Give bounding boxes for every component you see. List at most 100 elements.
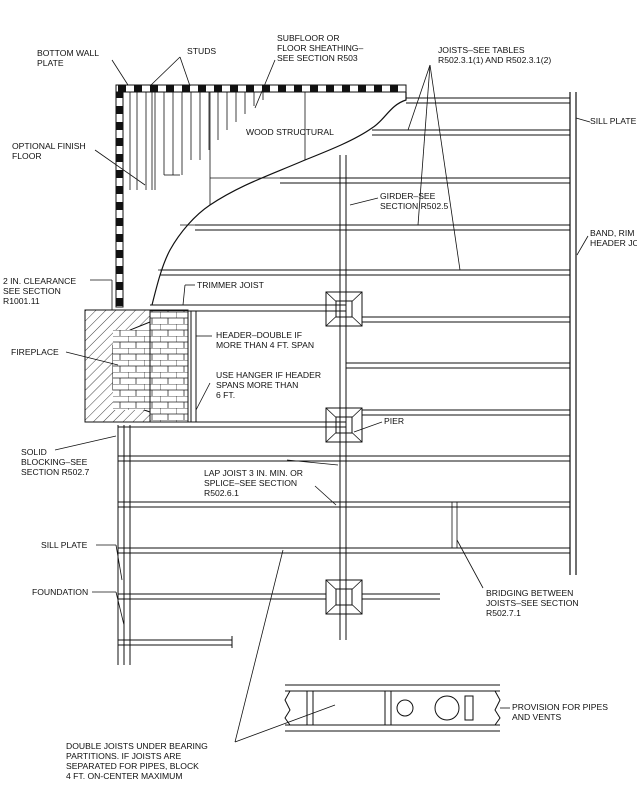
- wall-plate-block: [116, 218, 123, 226]
- wall-plate-block: [390, 85, 398, 92]
- pier-block: [325, 407, 363, 443]
- label-joists-tables: JOISTS–SEE TABLES R502.3.1(1) AND R502.3…: [438, 45, 551, 65]
- pipe-provision-detail: [284, 684, 501, 732]
- joist: [346, 409, 570, 416]
- label-sill-plate: SILL PLATE: [41, 540, 88, 550]
- joist: [118, 547, 570, 554]
- label-subfloor: SUBFLOOR OR FLOOR SHEATHING– SEE SECTION…: [277, 33, 363, 63]
- wall-plate-block: [116, 186, 123, 194]
- subfloor-sheathing: [151, 92, 407, 306]
- stud-wall: [115, 84, 407, 308]
- wall-plate-block: [116, 266, 123, 274]
- svg-text:4 FT. ON-CENTER MAXIMUM: 4 FT. ON-CENTER MAXIMUM: [66, 771, 183, 781]
- floor-joists: [118, 97, 570, 600]
- svg-text:R502.7.1: R502.7.1: [486, 608, 521, 618]
- wall-plate-block: [246, 85, 254, 92]
- wall-plate-block: [262, 85, 270, 92]
- svg-text:MORE THAN 4 FT. SPAN: MORE THAN 4 FT. SPAN: [216, 340, 314, 350]
- wall-plate-block: [358, 85, 366, 92]
- label-wood-structural: WOOD STRUCTURAL: [246, 127, 334, 137]
- label-double-joists: DOUBLE JOISTS UNDER BEARING PARTITIONS. …: [66, 741, 208, 781]
- pier: [325, 291, 363, 615]
- joist: [160, 269, 570, 276]
- pier-block: [325, 579, 363, 615]
- svg-text:SPLICE–SEE SECTION: SPLICE–SEE SECTION: [204, 478, 297, 488]
- label-optional-finish-floor: OPTIONAL FINISH FLOOR: [12, 141, 86, 161]
- svg-text:BAND, RIM OR: BAND, RIM OR: [590, 228, 637, 238]
- fireplace: [84, 309, 189, 423]
- joist: [280, 177, 570, 184]
- wall-plate-block: [116, 170, 123, 178]
- svg-text:SECTION R502.5: SECTION R502.5: [380, 201, 449, 211]
- label-trimmer-joist: TRIMMER JOIST: [197, 280, 265, 290]
- label-sill-plate-top: SILL PLATE: [590, 116, 637, 126]
- joist: [195, 224, 570, 231]
- wall-plate-block: [374, 85, 382, 92]
- joist: [346, 362, 570, 369]
- svg-text:PROVISION FOR PIPES: PROVISION FOR PIPES: [512, 702, 608, 712]
- svg-text:R1001.11: R1001.11: [3, 296, 40, 306]
- wall-plate-block: [182, 85, 190, 92]
- label-lap-joist: LAP JOIST 3 IN. MIN. OR SPLICE–SEE SECTI…: [204, 468, 303, 498]
- svg-text:HEADER JOIST: HEADER JOIST: [590, 238, 637, 248]
- svg-text:SEE SECTION: SEE SECTION: [3, 286, 61, 296]
- girder: [339, 155, 347, 640]
- svg-text:JOISTS–SEE TABLES: JOISTS–SEE TABLES: [438, 45, 525, 55]
- joist: [118, 593, 440, 600]
- pier-block: [325, 291, 363, 327]
- svg-text:LAP JOIST 3 IN. MIN. OR: LAP JOIST 3 IN. MIN. OR: [204, 468, 303, 478]
- wall-plate-block: [214, 85, 222, 92]
- wall-plate-block: [116, 202, 123, 210]
- wall-plate-block: [116, 282, 123, 290]
- svg-text:GIRDER–SEE: GIRDER–SEE: [380, 191, 436, 201]
- leader-lines: [54, 56, 591, 743]
- svg-text:FLOOR SHEATHING–: FLOOR SHEATHING–: [277, 43, 363, 53]
- svg-text:BOTTOM WALL: BOTTOM WALL: [37, 48, 99, 58]
- wall-plate-block: [116, 298, 123, 306]
- wall-plate-block: [326, 85, 334, 92]
- svg-text:PARTITIONS. IF JOISTS ARE: PARTITIONS. IF JOISTS ARE: [66, 751, 182, 761]
- joist: [346, 316, 570, 323]
- svg-text:BLOCKING–SEE: BLOCKING–SEE: [21, 457, 88, 467]
- label-bridging: BRIDGING BETWEEN JOISTS–SEE SECTION R502…: [486, 588, 579, 618]
- label-studs: STUDS: [187, 46, 216, 56]
- label-band-rim: BAND, RIM OR HEADER JOIST: [590, 228, 637, 248]
- bridging: [451, 502, 458, 548]
- wall-plate-block: [150, 85, 158, 92]
- wall-plate-block: [166, 85, 174, 92]
- joist: [118, 455, 570, 462]
- joist: [406, 97, 570, 104]
- label-use-hanger: USE HANGER IF HEADER SPANS MORE THAN 6 F…: [216, 370, 321, 400]
- svg-text:SPANS MORE THAN: SPANS MORE THAN: [216, 380, 298, 390]
- wall-plate-block: [116, 234, 123, 242]
- label-foundation: FOUNDATION: [32, 587, 88, 597]
- svg-text:JOISTS–SEE SECTION: JOISTS–SEE SECTION: [486, 598, 579, 608]
- label-solid-blocking: SOLID BLOCKING–SEE SECTION R502.7: [21, 447, 90, 477]
- svg-text:FLOOR: FLOOR: [12, 151, 42, 161]
- svg-text:6 FT.: 6 FT.: [216, 390, 235, 400]
- wall-plate-block: [116, 138, 123, 146]
- label-provision-pipes: PROVISION FOR PIPES AND VENTS: [512, 702, 608, 722]
- label-clearance: 2 IN. CLEARANCE SEE SECTION R1001.11: [3, 276, 76, 306]
- joist: [118, 501, 570, 508]
- label-header-double: HEADER–DOUBLE IF MORE THAN 4 FT. SPAN: [216, 330, 314, 350]
- svg-text:HEADER–DOUBLE IF: HEADER–DOUBLE IF: [216, 330, 302, 340]
- label-fireplace: FIREPLACE: [11, 347, 59, 357]
- lower-foundation: [118, 636, 233, 648]
- svg-text:USE HANGER IF HEADER: USE HANGER IF HEADER: [216, 370, 321, 380]
- svg-text:SEPARATED FOR PIPES, BLOCK: SEPARATED FOR PIPES, BLOCK: [66, 761, 199, 771]
- wall-plate-block: [116, 154, 123, 162]
- svg-text:2 IN. CLEARANCE: 2 IN. CLEARANCE: [3, 276, 76, 286]
- wall-plate-block: [230, 85, 238, 92]
- joist: [372, 129, 570, 136]
- wall-plate-block: [116, 90, 123, 98]
- wall-plate-block: [294, 85, 302, 92]
- svg-text:OPTIONAL FINISH: OPTIONAL FINISH: [12, 141, 86, 151]
- svg-text:R502.6.1: R502.6.1: [204, 488, 239, 498]
- svg-text:SEE SECTION R503: SEE SECTION R503: [277, 53, 358, 63]
- svg-text:SUBFLOOR OR: SUBFLOOR OR: [277, 33, 340, 43]
- label-pier: PIER: [384, 416, 404, 426]
- trimmer-and-header: [118, 304, 346, 428]
- label-bottom-wall-plate: BOTTOM WALL PLATE: [37, 48, 99, 68]
